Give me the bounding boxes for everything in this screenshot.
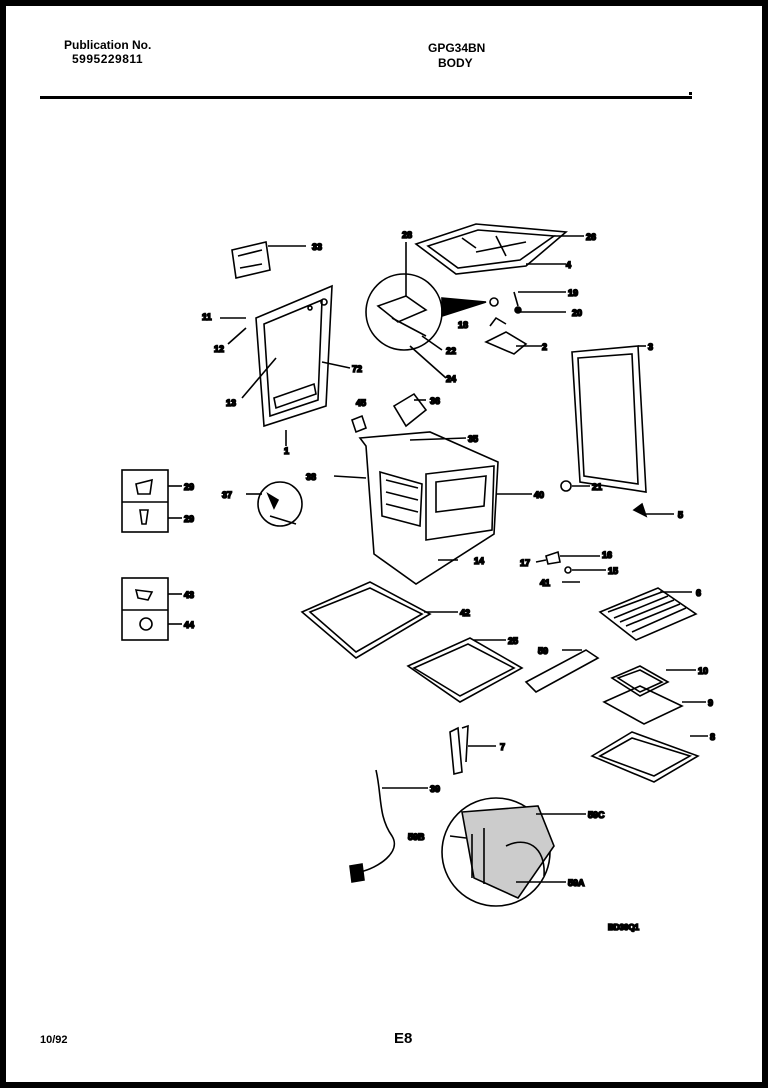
callout: 28 (402, 230, 412, 240)
callout: 29 (184, 514, 194, 524)
part-42-bottom-panel (300, 581, 458, 659)
parts-burner-valves (484, 291, 566, 355)
callout: 36 (430, 396, 440, 406)
callout: 59A (568, 878, 585, 888)
part-59-drawer-handle (524, 649, 600, 693)
callout: 7 (500, 742, 505, 752)
callout: 40 (534, 490, 544, 500)
callout: 59C (588, 810, 605, 820)
part-1-back-panel (220, 284, 351, 446)
callout: 44 (184, 620, 194, 630)
parts-21-5-knobs (560, 480, 674, 518)
part-33-bracket (231, 241, 306, 279)
callout: 16 (602, 550, 612, 560)
model-number: GPG34BN (428, 41, 486, 55)
detail-circle-insulation (441, 797, 586, 907)
callout: 1 (284, 446, 289, 456)
part-6-oven-rack (598, 587, 698, 641)
callout: 59B (408, 832, 425, 842)
callout: 20 (572, 308, 582, 318)
callout: 42 (460, 608, 470, 618)
callout: 35 (468, 434, 478, 444)
callout: 33 (312, 242, 322, 252)
callout: 29 (184, 482, 194, 492)
part-3-side-panel (571, 345, 647, 493)
callout: 24 (446, 374, 456, 384)
callout: 22 (446, 346, 456, 356)
callout: 10 (698, 666, 708, 676)
callout: 72 (352, 364, 362, 374)
callout: 3 (648, 342, 653, 352)
publication-label: Publication No. (64, 38, 152, 52)
part-39-power-cord (349, 769, 428, 883)
part-25-drawer-panel (406, 637, 524, 703)
callout: 4 (566, 260, 571, 270)
callout: 14 (474, 556, 484, 566)
callout: 25 (508, 636, 518, 646)
page-number: E8 (394, 1030, 413, 1047)
parts-29-fasteners (121, 469, 182, 533)
callout: 59 (538, 646, 548, 656)
diagram-code: BD39Q1 (608, 923, 640, 932)
callout: 45 (356, 398, 366, 408)
exploded-parts-diagram: 33 28 26 4 22 24 (121, 223, 716, 933)
callout: 43 (184, 590, 194, 600)
callout: 19 (568, 288, 578, 298)
part-body-frame (333, 392, 532, 585)
callout: 26 (586, 232, 596, 242)
callout: 39 (430, 784, 440, 794)
callout: 11 (202, 312, 212, 322)
callout: 6 (696, 588, 701, 598)
callout: 17 (520, 558, 530, 568)
part-4-cooktop (414, 223, 584, 275)
callout: 15 (608, 566, 618, 576)
parts-broiler-pans (590, 665, 708, 783)
callout: 12 (214, 344, 224, 354)
publication-number: 5995229811 (72, 52, 144, 66)
callout: 41 (540, 578, 550, 588)
detail-circle-37 (246, 481, 303, 527)
footer-date: 10/92 (40, 1034, 68, 1046)
parts-sheet: Publication No. 5995229811 GPG34BN BODY … (6, 6, 762, 1082)
section-title: BODY (438, 56, 473, 70)
part-7-brackets (449, 724, 496, 776)
rule-end-dot (689, 92, 692, 95)
callout: 21 (592, 482, 602, 492)
header-rule (40, 96, 692, 99)
callout: 9 (708, 698, 713, 708)
callout: 5 (678, 510, 683, 520)
callout: 8 (710, 732, 715, 742)
callout: 18 (458, 320, 468, 330)
callout: 2 (542, 342, 547, 352)
callout: 13 (226, 398, 236, 408)
parts-43-44-fasteners (121, 577, 182, 641)
callout: 38 (306, 472, 316, 482)
detail-circle-burner-mount (365, 242, 487, 379)
parts-14-17 (535, 550, 606, 583)
callout: 37 (222, 490, 232, 500)
